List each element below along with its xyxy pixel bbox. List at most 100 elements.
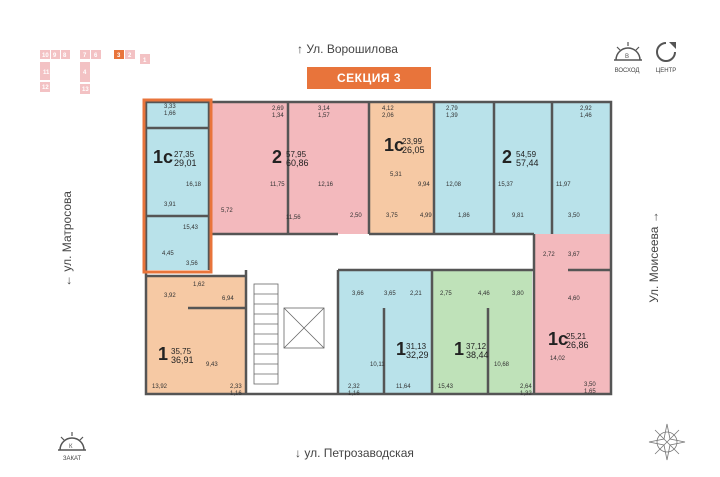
- room-label: 2,75: [440, 291, 452, 297]
- room-label: 3,65: [384, 291, 396, 297]
- sunset-icon-letter: К: [69, 444, 73, 450]
- room-label: 16,18: [186, 182, 202, 188]
- room-label: 9,94: [418, 182, 430, 188]
- sunrise-label: ВОСХОД: [614, 68, 640, 74]
- room-label: 2,21: [410, 291, 422, 297]
- room-label: 3,91: [164, 202, 176, 208]
- room-label: 3,14 1,57: [318, 106, 330, 119]
- room-label: 9,43: [206, 362, 218, 368]
- center-label: ЦЕНТР: [655, 68, 677, 74]
- center-icon: [656, 42, 676, 62]
- room-label: 11,75: [270, 182, 285, 188]
- svg-text:11: 11: [43, 70, 50, 76]
- svg-text:7: 7: [83, 53, 87, 59]
- room-label: 14,02: [550, 356, 566, 362]
- sunset-label: ЗАКАТ: [62, 456, 82, 462]
- apartment-a8-fill: [432, 270, 532, 394]
- room-label: 1,62: [193, 282, 205, 288]
- room-label: 3,66: [352, 291, 364, 297]
- apartment-a7-rooms[interactable]: 1: [396, 339, 407, 359]
- room-label: 2,69 1,34: [272, 106, 284, 119]
- room-label: 12,16: [318, 182, 334, 188]
- room-label: 11,56: [286, 215, 301, 221]
- svg-text:10: 10: [42, 53, 49, 59]
- compass-rose-icon: [648, 423, 686, 461]
- room-label: 12,08: [446, 182, 462, 188]
- room-label: 4,46: [478, 291, 490, 297]
- room-label: 10,68: [494, 362, 510, 368]
- apartment-a2-rooms[interactable]: 2: [272, 147, 283, 167]
- apartment-a3-fill: [369, 102, 434, 234]
- room-label: 1,86: [458, 213, 470, 219]
- svg-text:13: 13: [82, 87, 89, 93]
- svg-text:6: 6: [94, 53, 98, 59]
- room-label: 3,33 1,66: [164, 104, 176, 117]
- selected-apartment-outline: [142, 98, 213, 274]
- street-east: Ул. Моисеева →: [646, 211, 661, 303]
- room-label: 2,50: [350, 213, 362, 219]
- room-label: 9,81: [512, 213, 524, 219]
- room-label: 5,31: [390, 172, 402, 178]
- room-label: 4,12 2,06: [382, 106, 394, 119]
- room-label: 3,50: [568, 213, 580, 219]
- room-label: 6,94: [222, 296, 234, 302]
- room-label: 2,32 1,16: [348, 384, 360, 397]
- apartment-a4-rooms[interactable]: 2: [502, 147, 513, 167]
- stairwell: [253, 283, 325, 385]
- room-label: 3,92: [164, 293, 176, 299]
- room-label: 3,50 1,65: [584, 382, 596, 395]
- street-north: ↑ Ул. Ворошилова: [297, 42, 398, 56]
- svg-text:12: 12: [42, 85, 49, 91]
- svg-text:8: 8: [63, 53, 67, 59]
- room-label: 15,37: [498, 182, 514, 188]
- room-label: 4,99: [420, 213, 432, 219]
- apartment-a6-fill: [146, 276, 246, 394]
- walls: [144, 100, 613, 396]
- sunrise-icon-letter: В: [625, 54, 629, 60]
- apartment-a5-fill: [534, 234, 611, 394]
- room-label: 15,43: [183, 225, 199, 231]
- svg-text:9: 9: [53, 53, 57, 59]
- room-label: 4,45: [162, 251, 174, 257]
- room-label: 2,92 1,46: [580, 106, 592, 119]
- apartment-a6-rooms[interactable]: 1: [158, 344, 169, 364]
- room-label: 2,79 1,39: [446, 106, 458, 119]
- room-label: 15,43: [438, 384, 454, 390]
- street-west: ← ул. Матросова: [59, 191, 74, 287]
- sunrise-icon: В: [614, 42, 642, 61]
- apartment-a5-rooms[interactable]: 1с: [548, 329, 569, 349]
- room-label: 3,56: [186, 261, 198, 267]
- street-south: ↓ ул. Петрозаводская: [295, 446, 414, 460]
- svg-text:4: 4: [83, 70, 87, 76]
- svg-text:1: 1: [143, 58, 147, 64]
- room-label: 3,75: [386, 213, 398, 219]
- apartment-a3-rooms[interactable]: 1с: [384, 135, 405, 155]
- apartment-a4-fill: [434, 102, 611, 234]
- room-label: 3,80: [512, 291, 524, 297]
- floor-plan: [142, 98, 613, 396]
- svg-text:2: 2: [128, 53, 132, 59]
- room-label: 5,72: [221, 208, 233, 214]
- room-label: 2,64 1,32: [520, 384, 532, 397]
- room-label: 4,60: [568, 296, 580, 302]
- section-label: СЕКЦИЯ 3: [307, 67, 431, 89]
- room-label: 13,92: [152, 384, 168, 390]
- room-label: 2,72: [543, 252, 555, 258]
- apartment-a1-rooms[interactable]: 1с: [153, 147, 174, 167]
- room-label: 2,33 1,16: [230, 384, 242, 397]
- room-label: 10,11: [370, 362, 385, 368]
- room-label: 11,64: [396, 384, 411, 390]
- apartment-a1-fill: [146, 102, 209, 270]
- svg-text:3: 3: [117, 53, 121, 59]
- apartment-a8-rooms[interactable]: 1: [454, 339, 465, 359]
- room-label: 3,67: [568, 252, 580, 258]
